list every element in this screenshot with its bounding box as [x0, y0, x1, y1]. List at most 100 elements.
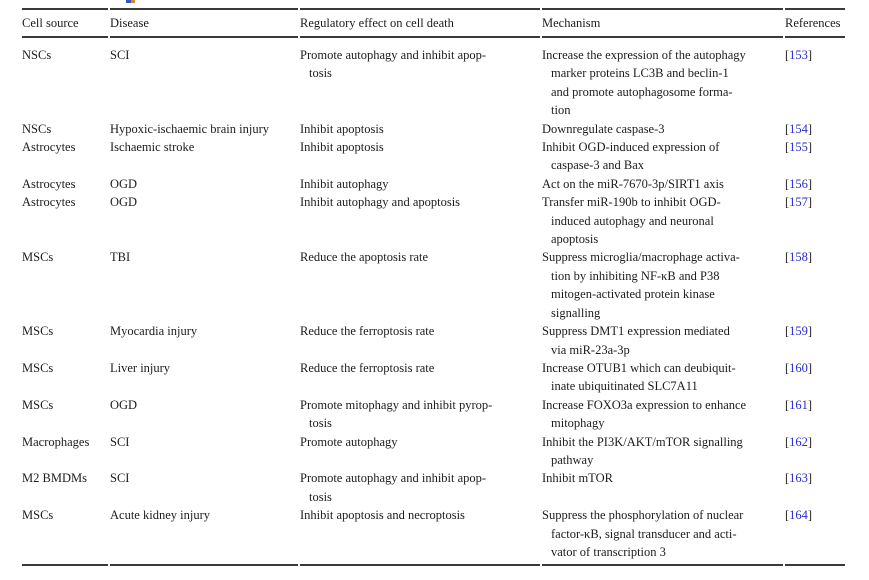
reference-link[interactable]: 162 [789, 434, 808, 449]
table-bottom-rule [22, 564, 847, 567]
table-header-row: Cell source Disease Regulatory effect on… [22, 10, 847, 36]
reference-cell: [157] [785, 193, 845, 211]
reference-cell: [153] [785, 46, 845, 64]
cell-source-cell: NSCs [22, 48, 52, 62]
disease-cell: TBI [110, 250, 131, 265]
ref-bracket-open: [ [785, 48, 790, 62]
regulatory-effect-cell: Promote mitophagy and inhibit pyrop- tos… [300, 397, 493, 431]
column-header-references: References [785, 16, 841, 30]
cell-source-cell: Astrocytes [22, 140, 76, 155]
ref-bracket-close: ] [807, 48, 813, 62]
reference-link[interactable]: 159 [789, 324, 808, 339]
ref-bracket-open: [ [785, 471, 790, 486]
mechanism-cell: Increase OTUB1 which can deubiquit- inat… [542, 360, 736, 394]
table-row: MSCs TBI Reduce the apoptosis rate Suppr… [22, 248, 847, 322]
regulatory-effect-cell: Promote autophagy and inhibit apop- tosi… [300, 48, 487, 81]
mechanism-cell: Downregulate caspase-3 [542, 121, 665, 136]
rule-segment [22, 564, 108, 567]
ref-bracket-open: [ [785, 250, 790, 265]
rule-segment [22, 36, 108, 38]
reference-link[interactable]: 161 [789, 397, 808, 412]
column-header-mechanism: Mechanism [542, 16, 601, 30]
ref-bracket-close: ] [807, 434, 813, 449]
cell-source-cell: MSCs [22, 324, 54, 339]
ref-bracket-close: ] [807, 471, 813, 486]
disease-cell: SCI [110, 48, 130, 62]
reference-link[interactable]: 153 [789, 48, 808, 62]
cell-death-regulation-table: Cell source Disease Regulatory effect on… [22, 8, 847, 567]
cell-source-cell: MSCs [22, 360, 54, 375]
table-body: NSCs SCI Promote autophagy and inhibit a… [22, 38, 847, 561]
disease-cell: OGD [110, 176, 138, 191]
cell-source-cell: Astrocytes [22, 176, 76, 191]
ref-bracket-open: [ [785, 397, 790, 412]
regulatory-effect-cell: Inhibit autophagy [300, 176, 389, 191]
table-row: MSCs Acute kidney injury Inhibit apoptos… [22, 506, 847, 561]
rule-segment [110, 564, 298, 567]
ref-bracket-close: ] [807, 508, 813, 523]
ref-bracket-open: [ [785, 176, 790, 191]
rule-segment [785, 36, 845, 38]
table-row: Astrocytes Ischaemic stroke Inhibit apop… [22, 138, 847, 175]
regulatory-effect-cell: Inhibit apoptosis [300, 121, 384, 136]
disease-cell: Liver injury [110, 360, 171, 375]
disease-cell: Acute kidney injury [110, 508, 210, 523]
rule-segment [300, 36, 540, 38]
rule-segment [542, 564, 783, 567]
disease-cell: Ischaemic stroke [110, 140, 195, 155]
reference-link[interactable]: 155 [789, 140, 808, 155]
regulatory-effect-cell: Reduce the apoptosis rate [300, 250, 429, 265]
reference-cell: [161] [785, 396, 845, 414]
reference-link[interactable]: 157 [789, 195, 808, 210]
table-row: MSCs Liver injury Reduce the ferroptosis… [22, 359, 847, 396]
rule-segment [785, 8, 845, 10]
reference-link[interactable]: 164 [789, 508, 808, 523]
reference-cell: [159] [785, 322, 845, 340]
ref-bracket-open: [ [785, 195, 790, 210]
table-row: NSCs SCI Promote autophagy and inhibit a… [22, 46, 847, 120]
regulatory-effect-cell: Inhibit apoptosis [300, 140, 384, 155]
regulatory-effect-cell: Reduce the ferroptosis rate [300, 324, 435, 339]
ref-bracket-close: ] [807, 324, 813, 339]
rule-segment [300, 564, 540, 567]
regulatory-effect-cell: Reduce the ferroptosis rate [300, 360, 435, 375]
rule-segment [542, 36, 783, 38]
table-row: NSCs Hypoxic-ischaemic brain injury Inhi… [22, 120, 847, 138]
reference-link[interactable]: 158 [789, 250, 808, 265]
ref-bracket-open: [ [785, 140, 790, 155]
table-header-rule [22, 36, 847, 38]
cell-source-cell: MSCs [22, 508, 54, 523]
mechanism-cell: Inhibit the PI3K/AKT/mTOR signalling pat… [542, 434, 743, 467]
ref-bracket-open: [ [785, 324, 790, 339]
cell-source-cell: NSCs [22, 121, 52, 136]
reference-link[interactable]: 154 [789, 121, 808, 136]
reference-link[interactable]: 156 [789, 176, 808, 191]
mechanism-cell: Transfer miR-190b to inhibit OGD- induce… [542, 195, 721, 247]
table-top-rule [22, 8, 847, 10]
regulatory-effect-cell: Inhibit autophagy and apoptosis [300, 195, 461, 210]
ref-bracket-close: ] [807, 360, 813, 375]
disease-cell: SCI [110, 434, 130, 449]
reference-link[interactable]: 160 [789, 360, 808, 375]
ref-bracket-open: [ [785, 121, 790, 136]
reference-link[interactable]: 163 [789, 471, 808, 486]
table-row: Macrophages SCI Promote autophagy Inhibi… [22, 433, 847, 470]
table-row: M2 BMDMs SCI Promote autophagy and inhib… [22, 469, 847, 506]
mechanism-cell: Inhibit mTOR [542, 471, 613, 486]
ref-bracket-close: ] [807, 121, 813, 136]
cell-source-cell: Astrocytes [22, 195, 76, 210]
mechanism-cell: Suppress DMT1 expression mediated via mi… [542, 324, 730, 357]
ref-bracket-close: ] [807, 140, 813, 155]
rule-segment [22, 8, 108, 10]
reference-cell: [158] [785, 248, 845, 266]
reference-cell: [162] [785, 433, 845, 451]
rule-segment [110, 8, 298, 10]
cell-source-cell: M2 BMDMs [22, 471, 87, 486]
table-row: Astrocytes OGD Inhibit autophagy Act on … [22, 175, 847, 193]
regulatory-effect-cell: Promote autophagy and inhibit apop- tosi… [300, 471, 487, 504]
mechanism-cell: Suppress the phosphorylation of nuclear … [542, 508, 744, 559]
cell-source-cell: MSCs [22, 397, 54, 412]
reference-cell: [155] [785, 138, 845, 156]
ref-bracket-close: ] [807, 195, 813, 210]
